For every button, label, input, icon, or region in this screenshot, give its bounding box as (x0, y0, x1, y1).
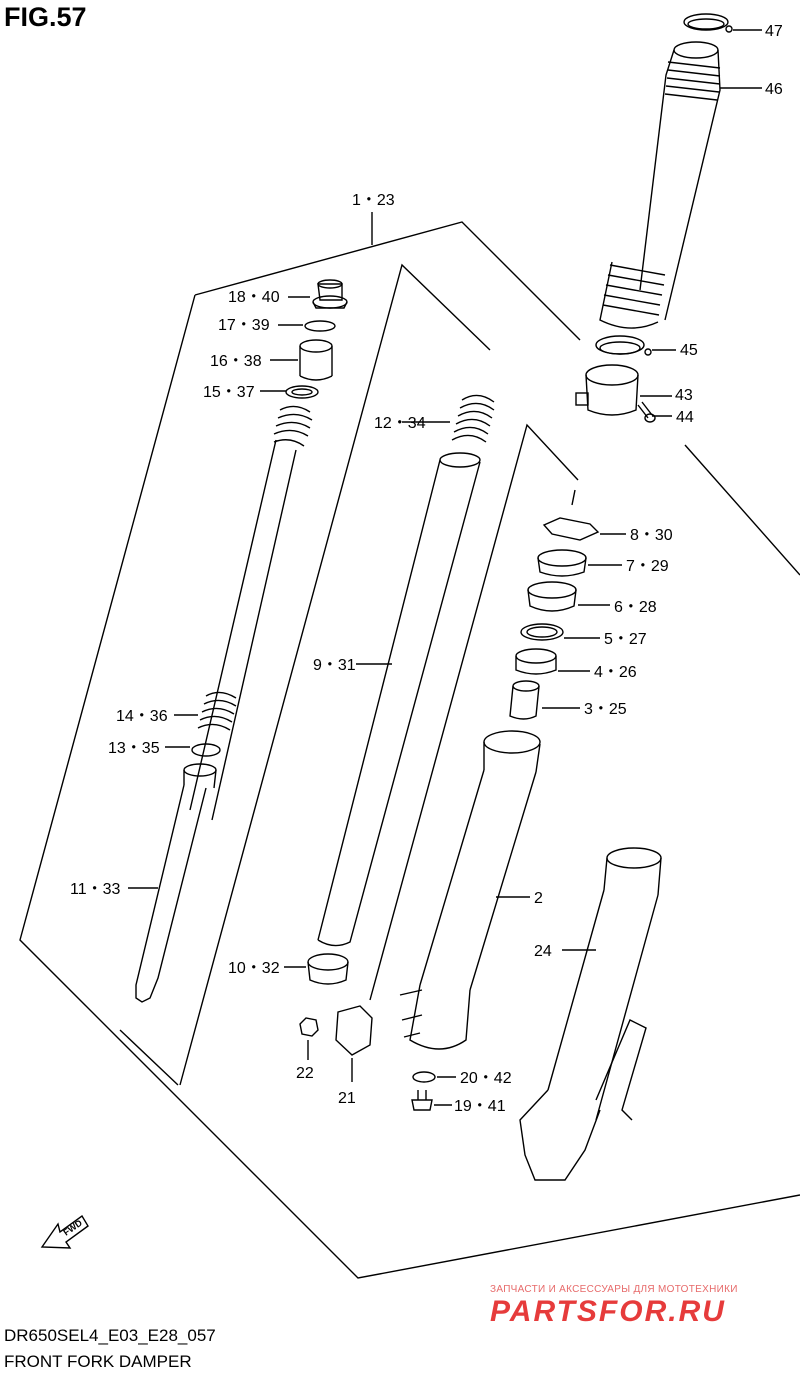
bolt-19 (411, 1090, 452, 1111)
screw-44 (637, 401, 672, 423)
label-15-37: 15・37 (203, 384, 255, 401)
label-47: 47 (765, 23, 783, 40)
hose-clamp-47 (683, 13, 762, 33)
label-20-42: 20・42 (460, 1070, 512, 1087)
diagram-code: DR650SEL4_E03_E28_057 (4, 1326, 216, 1345)
label-8-30: 8・30 (630, 527, 673, 544)
assembly-outline (19, 221, 800, 1279)
cap-8 (542, 517, 626, 541)
label-4-26: 4・26 (594, 664, 637, 681)
label-13-35: 13・35 (108, 740, 160, 757)
inner-tube-9 (317, 452, 481, 947)
label-18-40: 18・40 (228, 289, 280, 306)
watermark-brand: PARTSFOR.RU (490, 1295, 726, 1328)
dust-seal-7 (537, 549, 622, 577)
label-5-27: 5・27 (604, 631, 647, 648)
label-7-29: 7・29 (626, 558, 669, 575)
spring-12 (402, 394, 495, 443)
figure-title: FIG.57 (4, 2, 87, 32)
label-16-38: 16・38 (210, 353, 262, 370)
label-19-41: 19・41 (454, 1098, 506, 1115)
axle-holder-21 (335, 1005, 373, 1082)
washer-15 (260, 385, 319, 399)
dust-boot-46 (599, 41, 762, 329)
watermark-tagline: ЗАПЧАСТИ И АКСЕССУАРЫ ДЛЯ МОТОТЕХНИКИ (490, 1284, 738, 1295)
fork-leg-24 (519, 847, 662, 1181)
rod-11 (128, 763, 217, 1003)
washer-20 (412, 1071, 456, 1083)
spring-14 (174, 691, 237, 731)
label-1-23: 1・23 (352, 192, 395, 209)
washer-13 (165, 743, 221, 757)
bushing-4 (515, 648, 590, 675)
label-9-31: 9・31 (313, 657, 356, 674)
diagram-caption: FRONT FORK DAMPER (4, 1352, 192, 1371)
part-labels: 47 46 1・23 18・40 17・39 16・38 15・37 12・34… (70, 23, 783, 1115)
label-2: 2 (534, 890, 543, 907)
label-14-36: 14・36 (116, 708, 168, 725)
label-45: 45 (680, 342, 698, 359)
label-44: 44 (676, 409, 694, 426)
label-22: 22 (296, 1065, 314, 1082)
label-6-28: 6・28 (614, 599, 657, 616)
label-17-39: 17・39 (218, 317, 270, 334)
label-10-32: 10・32 (228, 960, 280, 977)
fwd-arrow-icon: FWD (40, 1214, 89, 1249)
label-3-25: 3・25 (584, 701, 627, 718)
axle-holder-bolts (399, 989, 423, 1038)
clamp-45 (595, 335, 676, 356)
label-46: 46 (765, 81, 783, 98)
damper-rod (189, 405, 313, 821)
nut-22 (299, 1017, 319, 1060)
washer-5 (520, 623, 600, 641)
label-24: 24 (534, 943, 552, 960)
guide-43 (575, 364, 672, 416)
inner-tube-outline (119, 263, 491, 1086)
bushing-3 (509, 680, 580, 720)
cap-bolt-18 (288, 279, 348, 309)
label-11-33: 11・33 (70, 881, 121, 898)
spacer-16 (270, 339, 333, 381)
oil-seal-6 (527, 581, 610, 612)
label-43: 43 (675, 387, 693, 404)
outer-tube-outline (369, 423, 579, 1001)
o-ring-17 (278, 320, 336, 332)
bushing-10 (284, 953, 349, 985)
label-12-34: 12・34 (374, 415, 426, 432)
label-21: 21 (338, 1090, 356, 1107)
outer-tube-2 (409, 730, 541, 1050)
